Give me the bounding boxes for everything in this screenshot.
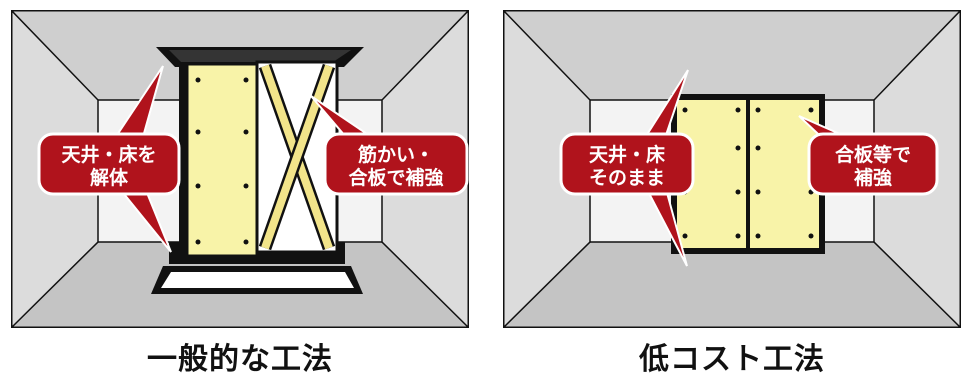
callout-right-line2: 補強 bbox=[853, 166, 892, 189]
callout-left-line2: 解体 bbox=[90, 166, 129, 189]
diagonal-brace bbox=[258, 63, 336, 251]
low-cost-method-panel: 天井・床 そのまま 合板等で 補強 bbox=[503, 10, 961, 328]
low-cost-method-illustration: 天井・床 そのまま 合板等で 補強 bbox=[503, 10, 961, 328]
callout-brace-plywood: 筋かい・ 合板で補強 bbox=[310, 95, 469, 196]
callout-remove-ceiling-floor: 天井・床を 解体 bbox=[37, 65, 181, 253]
plywood-board bbox=[185, 62, 259, 258]
callout-plywood-reinforce: 合板等で 補強 bbox=[798, 115, 939, 196]
ceiling bbox=[503, 10, 961, 100]
conventional-method-panel: 天井・床を 解体 筋かい・ 合板で補強 bbox=[11, 10, 469, 328]
callout-right-line2: 合板で補強 bbox=[348, 166, 443, 189]
conventional-method-caption: 一般的な工法 bbox=[147, 342, 333, 377]
floor bbox=[503, 242, 961, 328]
callout-right-line1: 筋かい・ bbox=[358, 143, 434, 166]
wall-frame-left-post bbox=[179, 62, 189, 252]
callout-keep-ceiling-floor: 天井・床 そのまま bbox=[559, 69, 695, 267]
low-cost-method-caption: 低コスト工法 bbox=[639, 342, 825, 377]
conventional-method-illustration: 天井・床を 解体 筋かい・ 合板で補強 bbox=[11, 10, 469, 328]
callout-left-line1: 天井・床 bbox=[589, 143, 665, 166]
left-wall bbox=[503, 10, 590, 328]
callout-left-line2: そのまま bbox=[589, 167, 665, 189]
plywood-boards bbox=[671, 94, 825, 254]
callout-right-line1: 合板等で bbox=[835, 143, 911, 166]
callout-left-line1: 天井・床を bbox=[61, 143, 156, 166]
